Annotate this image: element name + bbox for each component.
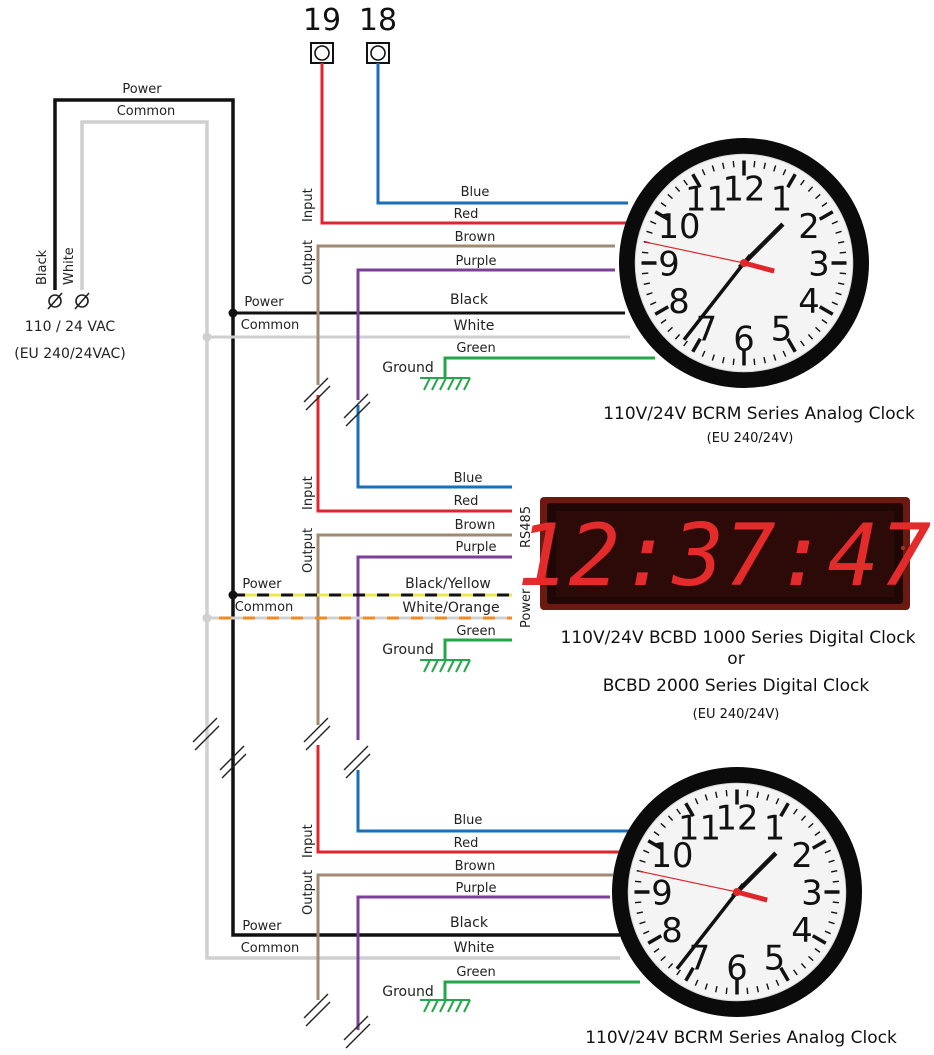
s1-output-label: Output xyxy=(301,240,316,285)
supply-power-label: Power xyxy=(122,82,162,97)
clock-numeral: 11 xyxy=(678,809,721,848)
clock-numeral: 6 xyxy=(733,320,754,359)
s3-input-label: Input xyxy=(301,824,316,858)
clock3-caption: 110V/24V BCRM Series Analog Clock xyxy=(585,1028,897,1048)
s1-power-label: Power xyxy=(244,295,284,310)
digital2-caption: BCBD 2000 Series Digital Clock xyxy=(603,676,870,696)
s3-purple-label: Purple xyxy=(455,881,496,896)
s2-brown-label: Brown xyxy=(455,518,496,533)
s2-green-label: Green xyxy=(456,624,495,639)
s1-input-label: Input xyxy=(301,188,316,222)
supply-white-label: White xyxy=(62,247,77,285)
clock-numeral: 3 xyxy=(808,245,829,284)
s1-red-label: Red xyxy=(454,207,479,222)
digital-time: 12:37:47 xyxy=(517,506,931,606)
s3-output-label: Output xyxy=(301,870,316,915)
rs485-label: RS485 xyxy=(519,506,534,548)
clock-numeral: 2 xyxy=(791,836,812,875)
clock-numeral: 8 xyxy=(668,282,689,321)
s2-output-label: Output xyxy=(301,528,316,573)
clock-numeral: 1 xyxy=(764,809,785,848)
s2-ground-label: Ground xyxy=(382,642,434,658)
digital-clock: 12:37:47 xyxy=(517,497,931,610)
clock-numeral: 7 xyxy=(689,938,710,977)
s3-blue-label: Blue xyxy=(454,813,483,828)
s1-ground-label: Ground xyxy=(382,360,434,376)
clock-numeral: 10 xyxy=(651,836,694,875)
digital1-caption: 110V/24V BCBD 1000 Series Digital Clock xyxy=(561,628,916,648)
s3-ground-label: Ground xyxy=(382,984,434,1000)
clock-numeral: 3 xyxy=(801,874,822,913)
supply-common-label: Common xyxy=(117,104,176,119)
digital-eu-caption: (EU 240/24V) xyxy=(693,707,780,722)
s3-black-label: Black xyxy=(450,915,489,931)
clock-numeral: 2 xyxy=(798,207,819,246)
clock1-eu-caption: (EU 240/24V) xyxy=(707,431,794,446)
supply-voltage: 110 / 24 VAC xyxy=(25,319,116,335)
clock-numeral: 9 xyxy=(658,245,679,284)
s3-white-label: White xyxy=(454,940,495,956)
s1-black-label: Black xyxy=(450,292,489,308)
clock-numeral: 4 xyxy=(791,911,812,950)
s2-black-yellow-label: Black/Yellow xyxy=(405,576,491,592)
terminal-19: 19 xyxy=(303,3,341,64)
clock-numeral: 6 xyxy=(726,949,747,988)
clock-numeral: 5 xyxy=(771,309,792,348)
s3-common-label: Common xyxy=(241,941,300,956)
s3-brown-label: Brown xyxy=(455,859,496,874)
s2-purple-label: Purple xyxy=(455,540,496,555)
s2-common-label: Common xyxy=(235,600,294,615)
section1-wires xyxy=(316,63,655,400)
clock-numeral: 5 xyxy=(764,938,785,977)
wire-break-marks xyxy=(192,377,371,1049)
clock-numeral: 11 xyxy=(685,180,728,219)
clock-numeral: 8 xyxy=(661,911,682,950)
s1-brown-label: Brown xyxy=(455,230,496,245)
s3-power-label: Power xyxy=(242,919,282,934)
s2-red-label: Red xyxy=(454,494,479,509)
clock-numeral: 1 xyxy=(771,180,792,219)
section1-ground-symbol xyxy=(420,377,471,391)
terminal-18: 18 xyxy=(359,3,397,64)
s2-power-label: Power xyxy=(242,577,282,592)
s1-green-label: Green xyxy=(456,341,495,356)
s1-blue-label: Blue xyxy=(461,185,490,200)
clock-numeral: 12 xyxy=(716,799,759,838)
clock-numeral: 9 xyxy=(651,874,672,913)
supply-eu-voltage: (EU 240/24VAC) xyxy=(14,346,126,362)
or-caption: or xyxy=(727,649,744,669)
s2-white-orange-label: White/Orange xyxy=(402,600,499,616)
s2-input-label: Input xyxy=(301,476,316,510)
s2-blue-label: Blue xyxy=(454,471,483,486)
clock-numeral: 10 xyxy=(658,207,701,246)
s3-green-label: Green xyxy=(456,965,495,980)
clock1-caption: 110V/24V BCRM Series Analog Clock xyxy=(603,404,915,424)
terminal-19-label: 19 xyxy=(303,3,341,38)
digital-power-label: Power xyxy=(519,588,534,628)
section3-ground-symbol xyxy=(420,999,471,1013)
supply-wires xyxy=(53,98,630,960)
s1-white-label: White xyxy=(454,318,495,334)
supply-terminal-symbols xyxy=(47,292,90,310)
clock-numeral: 12 xyxy=(723,170,766,209)
s1-common-label: Common xyxy=(241,318,300,333)
clock-numeral: 7 xyxy=(696,309,717,348)
section2-ground-symbol xyxy=(420,659,471,673)
section3-wires xyxy=(316,745,640,1030)
terminal-18-label: 18 xyxy=(359,3,397,38)
s3-red-label: Red xyxy=(454,836,479,851)
s1-purple-label: Purple xyxy=(455,254,496,269)
supply-black-label: Black xyxy=(35,249,50,285)
clock-numeral: 4 xyxy=(798,282,819,321)
section2-wires xyxy=(207,395,512,740)
